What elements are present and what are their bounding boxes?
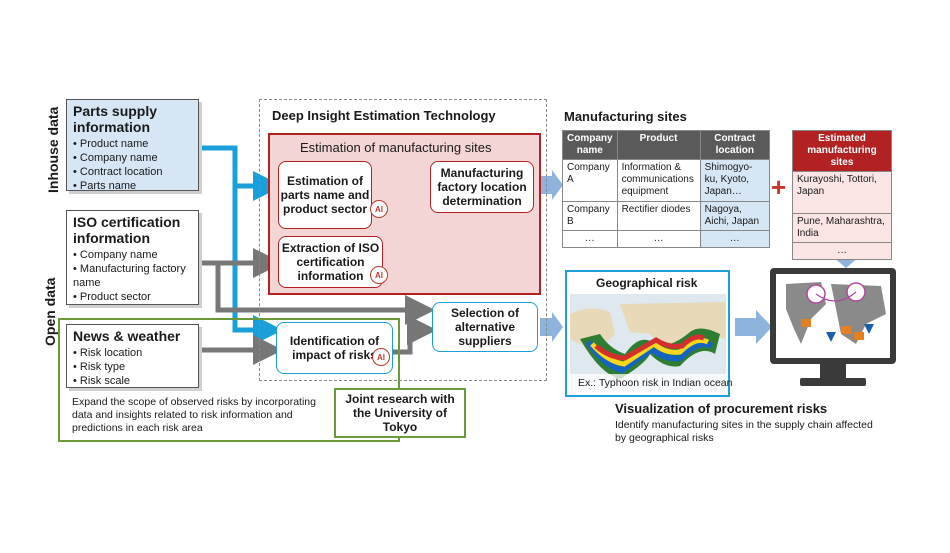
table-cell: … [562,230,618,248]
estimate-parts-box: Estimation of parts name and product sec… [278,161,372,229]
column-header: Product [616,130,701,160]
table-cell: Company B [562,201,618,231]
viz-description: Identify manufacturing sites in the supp… [615,419,873,444]
table-row: … [792,242,892,260]
news-note: Expand the scope of observed risks by in… [72,396,316,434]
alternative-suppliers-label: Selection of alternative suppliers [450,306,519,348]
geo-risk-map [570,294,726,392]
deep-insight-title: Deep Insight Estimation Technology [272,108,496,123]
ai-icon: AI [372,348,390,366]
table-row: Kurayoshi, Tottori, Japan [792,171,892,214]
iso-list: Company name Manufacturing factory name … [73,248,192,304]
ai-icon: AI [370,200,388,218]
column-header: Contract location [699,130,771,160]
list-item: Risk scale [73,374,192,388]
list-item: Company name [73,248,192,262]
table-header-row: Company name Product Contract location [562,130,771,160]
table-cell: Rectifier diodes [616,201,701,231]
parts-supply-list: Product name Company name Contract locat… [73,137,192,193]
alternative-suppliers-box: Selection of alternative suppliers [432,302,538,352]
geo-risk-title: Geographical risk [596,276,698,290]
ai-icon: AI [370,266,388,284]
list-item: Risk location [73,346,192,360]
plus-sign: + [771,172,787,202]
parts-supply-card: Parts supply information Product name Co… [66,99,199,193]
factory-location-label: Manufacturing factory location determina… [437,166,527,208]
iso-extraction-box: Extraction of ISO certification informat… [278,236,383,288]
list-item: Product sector [73,290,192,304]
list-item: Product name [73,137,192,151]
table-cell: … [616,230,701,248]
geo-risk-caption: Ex.: Typhoon risk in Indian ocean [578,377,733,389]
list-item: Contract location [73,165,192,179]
news-list: Risk location Risk type Risk scale [73,346,192,388]
table-cell: Kurayoshi, Tottori, Japan [792,171,892,214]
factory-location-box: Manufacturing factory location determina… [430,161,534,213]
table-row: … … … [562,230,771,248]
world-map-screen [776,274,890,358]
table-cell: … [792,242,892,260]
table-row: Company A Information & communications e… [562,159,771,202]
monitor-base [800,378,866,386]
blue-arrows [200,145,283,345]
news-title: News & weather [73,328,181,344]
list-item: Company name [73,151,192,165]
estimation-title: Estimation of manufacturing sites [300,140,492,155]
iso-card: ISO certification information Company na… [66,210,199,305]
iso-title: ISO certification information [73,214,181,246]
sites-title: Manufacturing sites [564,109,687,124]
gray-arrows [200,248,437,365]
table-cell: … [699,230,771,248]
impact-box: Identification of impact of risks [276,322,393,374]
deep-insight-container [259,99,547,381]
estimated-sites-table: Estimated manufacturing sites Kurayoshi,… [792,130,892,260]
table-cell: Nagoya, Aichi, Japan [699,201,771,231]
sites-table: Company name Product Contract location C… [562,130,771,248]
parts-supply-title: Parts supply information [73,103,158,135]
table-row: Pune, Maharashtra, India [792,213,892,243]
joint-research-box: Joint research with the University of To… [334,388,466,438]
table-cell: Company A [562,159,618,202]
list-item: Parts name [73,179,192,193]
table-header-row: Estimated manufacturing sites [792,130,892,172]
joint-research-label: Joint research with the University of To… [345,392,455,434]
news-card: News & weather Risk location Risk type R… [66,324,199,388]
viz-title: Visualization of procurement risks [615,401,828,416]
table-cell: Information & communications equipment [616,159,701,202]
impact-label: Identification of impact of risks [289,334,380,362]
table-cell: Pune, Maharashtra, India [792,213,892,243]
list-item: Manufacturing factory name [73,262,192,290]
table-row: Company B Rectifier diodes Nagoya, Aichi… [562,201,771,231]
inhouse-label: Inhouse data [45,106,61,193]
estimate-parts-label: Estimation of parts name and product sec… [280,174,370,216]
column-header: Company name [562,130,618,160]
table-cell: Shimogyo-ku, Kyoto, Japan… [699,159,771,202]
list-item: Risk type [73,360,192,374]
monitor-stand [820,364,846,378]
open-data-label: Open data [42,277,58,346]
column-header: Estimated manufacturing sites [792,130,892,172]
iso-extraction-label: Extraction of ISO certification informat… [281,241,380,283]
